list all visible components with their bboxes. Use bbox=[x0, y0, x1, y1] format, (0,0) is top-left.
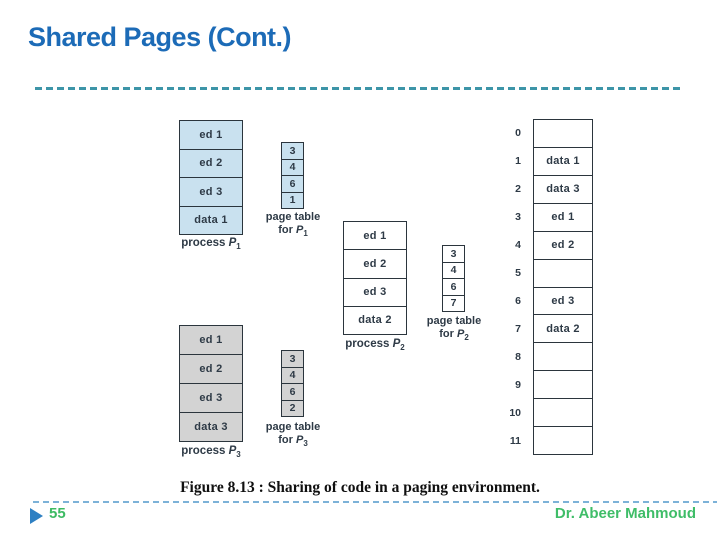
page-table-entry: 3 bbox=[282, 351, 303, 368]
footer-divider-dashed-line bbox=[33, 501, 717, 503]
frame-number: 1 bbox=[515, 155, 521, 167]
page-table-entry: 4 bbox=[443, 263, 464, 279]
frame-number: 6 bbox=[515, 295, 521, 307]
process-p2-label: process P2 bbox=[345, 338, 405, 352]
frame-number: 3 bbox=[515, 211, 521, 223]
memory-frame: data 2 bbox=[534, 315, 592, 344]
logical-page-cell: data 3 bbox=[194, 421, 228, 433]
slide-title: Shared Pages (Cont.) bbox=[28, 22, 292, 52]
figure-caption: Figure 8.13 : Sharing of code in a pagin… bbox=[180, 479, 540, 496]
frame-number: 7 bbox=[515, 323, 521, 335]
memory-frame: ed 1 bbox=[534, 204, 592, 232]
frame-numbers: 0 1 2 3 4 5 6 7 8 9 10 11 bbox=[498, 119, 526, 455]
logical-page-cell: ed 1 bbox=[180, 326, 242, 355]
frame-number: 0 bbox=[515, 127, 521, 139]
logical-page-cell: ed 2 bbox=[180, 355, 242, 384]
frame-number: 2 bbox=[515, 183, 521, 195]
memory-frame bbox=[534, 343, 592, 372]
logical-page-cell: ed 1 bbox=[180, 121, 242, 150]
frame-number: 8 bbox=[515, 351, 521, 363]
memory-frame bbox=[534, 427, 592, 454]
frame-number: 9 bbox=[515, 379, 521, 391]
page-table-entry: 7 bbox=[450, 297, 457, 310]
logical-page-cell: ed 2 bbox=[344, 250, 406, 279]
memory-frame bbox=[534, 260, 592, 288]
memory-frame: ed 3 bbox=[534, 288, 592, 316]
frame-number: 10 bbox=[509, 407, 521, 419]
title-divider-dashed-line bbox=[35, 87, 683, 90]
page-table-entry: 3 bbox=[443, 246, 464, 263]
page-table-entry: 1 bbox=[289, 194, 296, 207]
logical-page-cell: ed 1 bbox=[344, 222, 406, 251]
page-table-entry: 6 bbox=[282, 384, 303, 401]
memory-frame: data 3 bbox=[534, 176, 592, 204]
page-table-entry: 3 bbox=[282, 143, 303, 160]
frame-number: 5 bbox=[515, 267, 521, 279]
memory-frame: data 1 bbox=[534, 148, 592, 176]
logical-page-cell: ed 3 bbox=[180, 178, 242, 207]
memory-frame bbox=[534, 371, 592, 400]
play-triangle-icon bbox=[30, 508, 43, 524]
logical-page-cell: data 2 bbox=[358, 314, 392, 327]
page-table-entry: 4 bbox=[282, 160, 303, 176]
process-p3-label: process P3 bbox=[181, 445, 241, 459]
footer-author: Dr. Abeer Mahmoud bbox=[554, 505, 696, 522]
frame-number: 11 bbox=[509, 435, 521, 447]
page-table-entry: 2 bbox=[289, 402, 296, 415]
process-p1-label: process P1 bbox=[181, 237, 241, 251]
memory-frame bbox=[534, 399, 592, 428]
frame-number: 4 bbox=[515, 239, 521, 251]
memory-frame: ed 2 bbox=[534, 232, 592, 260]
memory-frame bbox=[534, 120, 592, 148]
page-table-entry: 6 bbox=[443, 279, 464, 296]
page-number: 55 bbox=[49, 505, 66, 522]
logical-page-cell: ed 3 bbox=[180, 384, 242, 413]
page-table-entry: 4 bbox=[282, 368, 303, 384]
logical-page-cell: data 1 bbox=[194, 214, 228, 227]
page-table-entry: 6 bbox=[282, 176, 303, 193]
logical-page-cell: ed 3 bbox=[344, 279, 406, 307]
logical-page-cell: ed 2 bbox=[180, 150, 242, 178]
